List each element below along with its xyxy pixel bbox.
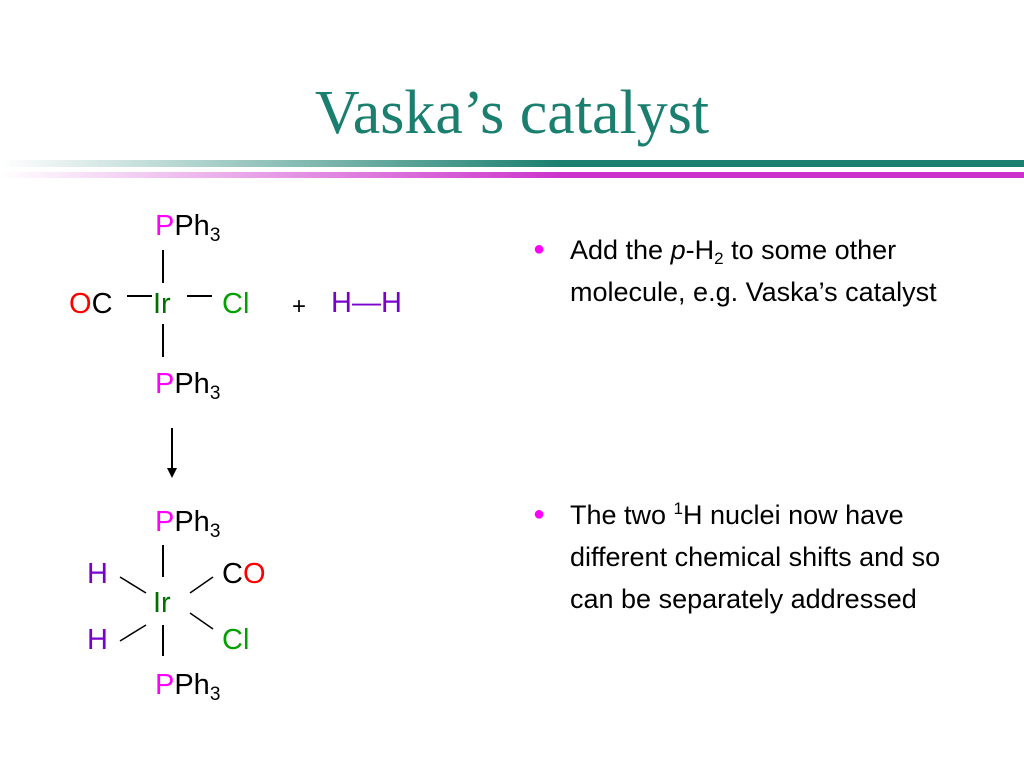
divider-teal-bar	[0, 160, 1024, 167]
bullet-text-1: Add the p-H2 to some other molecule, e.g…	[570, 235, 937, 307]
reactant-chlorine: Cl	[222, 288, 250, 320]
plus-sign: +	[292, 293, 307, 320]
bullet-text-2: The two 1H nuclei now have different che…	[570, 499, 941, 614]
reactant-bottom-pph3: PPh3	[155, 368, 221, 404]
product-top-pph3: PPh3	[155, 506, 221, 542]
bond-cl	[189, 612, 214, 630]
reactant-iridium: Ir	[153, 288, 171, 320]
dihydrogen: H—H	[331, 287, 402, 319]
bond-h-lower	[119, 624, 147, 642]
reactant-co-ligand: OC	[69, 288, 113, 320]
reaction-arrow-head	[167, 468, 177, 478]
divider-magenta-bar	[0, 172, 1024, 178]
product-hydride-upper: H	[87, 558, 108, 590]
product-bottom-pph3: PPh3	[155, 669, 221, 705]
product-hydride-lower: H	[87, 624, 108, 656]
bond-co	[189, 576, 214, 594]
reactant-top-pph3: PPh3	[155, 210, 221, 246]
page-title: Vaska’s catalyst	[314, 79, 710, 147]
product-co-ligand: CO	[222, 558, 266, 590]
bullet-marker-1: ●	[533, 238, 546, 260]
product-iridium: Ir	[153, 587, 171, 619]
product-chlorine: Cl	[222, 624, 250, 656]
bullet-marker-2: ●	[533, 503, 546, 525]
bond-h-upper	[119, 576, 147, 594]
